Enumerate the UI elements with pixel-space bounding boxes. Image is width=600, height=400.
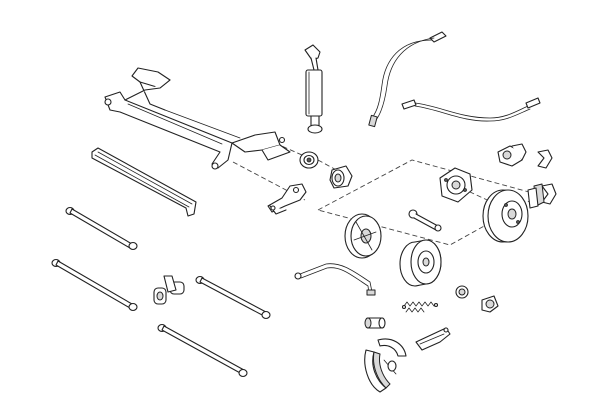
shock-absorber-part[interactable] [304, 44, 323, 134]
handbrake-cable-left-part[interactable] [368, 31, 447, 128]
wheel-brake-cylinder-part[interactable] [364, 317, 386, 329]
handbrake-cable-right-part[interactable] [401, 97, 541, 122]
axle-bush-part[interactable] [299, 151, 319, 169]
wheel-bearing-part[interactable] [455, 285, 469, 299]
adjuster-lever-part[interactable] [415, 327, 451, 351]
brake-drum-part[interactable] [399, 239, 442, 287]
brake-backing-plate-part[interactable] [344, 213, 382, 259]
link-bush-pair-part[interactable] [153, 275, 185, 305]
brake-shoe-set-part[interactable] [364, 338, 407, 393]
rubber-mount-part[interactable] [329, 165, 353, 189]
tie-rod-short-part[interactable] [51, 258, 138, 312]
rear-axle-beam-part[interactable] [104, 67, 291, 170]
tie-rod-long-part[interactable] [65, 206, 138, 251]
brake-disc-part[interactable] [482, 189, 529, 243]
brake-caliper-part[interactable] [497, 143, 527, 167]
axle-bracket-part[interactable] [267, 183, 307, 215]
brake-pad-set-part[interactable] [527, 183, 545, 209]
brake-pad-clip-right-part[interactable] [541, 183, 557, 205]
hub-cap-part[interactable] [481, 295, 499, 313]
brake-spring-kit-part[interactable] [401, 301, 439, 313]
wheel-hub-part[interactable] [439, 167, 473, 203]
stabilizer-bar-part[interactable] [91, 147, 197, 217]
brake-pad-clip-left-part[interactable] [537, 149, 553, 169]
brake-line-part[interactable] [294, 263, 376, 296]
tie-rod-lower-part[interactable] [157, 323, 248, 378]
tie-rod-right-part[interactable] [195, 275, 271, 320]
bleed-screw-part[interactable] [408, 209, 442, 232]
